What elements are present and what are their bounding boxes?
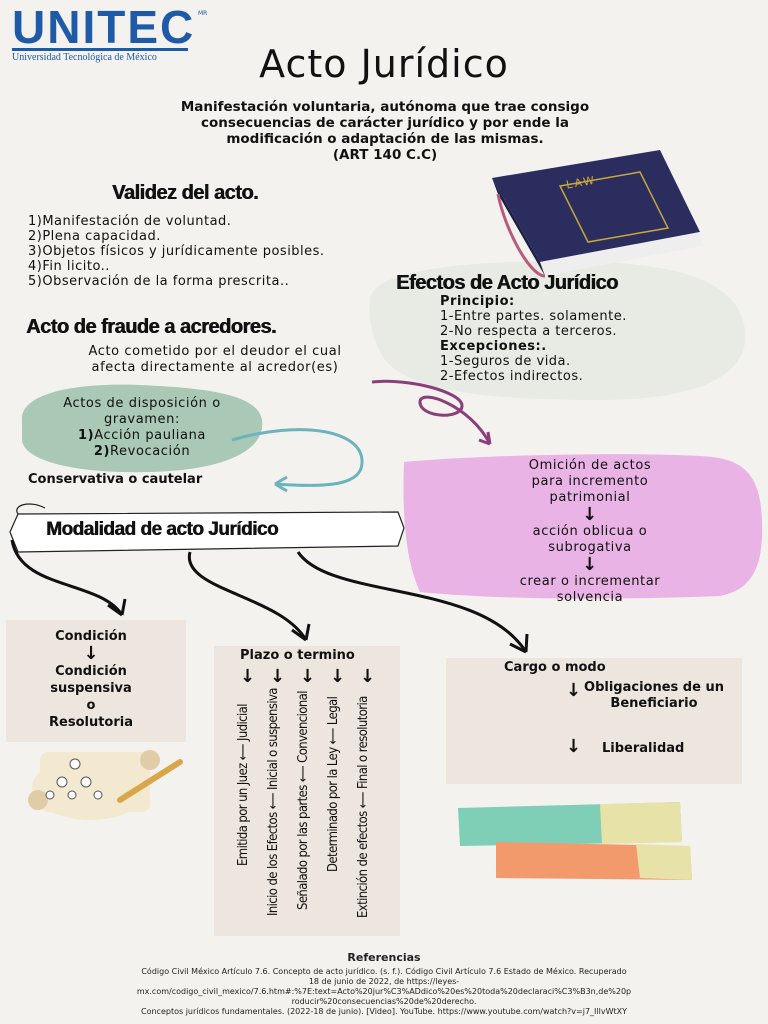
fraude-heading: Acto de fraude a acredores. [26, 316, 276, 338]
list-item: 1-Seguros de vida. [440, 354, 571, 369]
down-arrow-icon: ↓ [270, 666, 286, 687]
plazo-columns: ↓ ↓ ↓ ↓ ↓ Emitida por un Juez ⟵ Judicial… [214, 666, 400, 936]
list-item: 2-Efectos indirectos. [440, 369, 584, 384]
references-title: Referencias [347, 951, 421, 964]
reference-line: roducir%20consecuencias%20de%20derecho. [291, 997, 477, 1006]
reference-line: 18 de junio de 2022, de https://leyes- [308, 977, 460, 986]
cargo-obligaciones: Obligaciones de un Beneficiario [584, 680, 724, 711]
logo-underline [12, 48, 188, 51]
list-item: 3)Objetos físicos y jurídicamente posibl… [28, 244, 325, 259]
condicion-line: suspensiva [50, 681, 132, 696]
efectos-heading: Efectos de Acto Jurídico [396, 272, 618, 294]
plazo-column: Extinción de efectos ⟵ Final o resolutor… [356, 696, 371, 918]
plazo-card [214, 646, 400, 936]
down-arrow-icon: ↓ [300, 666, 316, 687]
omicion-box [403, 454, 763, 599]
down-arrow-icon: ↓ [566, 680, 582, 701]
law-book-illustration [492, 150, 702, 278]
down-arrow-icon: ↓ [566, 736, 582, 757]
left-arrow-icon: ⟵ [266, 793, 281, 810]
definition-line: consecuencias de carácter jurídico y por… [201, 115, 569, 131]
omicion-line: para incremento [531, 474, 649, 489]
down-arrow-icon: ↓ [582, 504, 598, 525]
efectos-blob [369, 261, 746, 400]
list-item: 1-Entre partes. solamente. [440, 309, 627, 324]
scroll-illustration [28, 750, 183, 820]
connector-condicion [10, 539, 124, 616]
fraude-desc-line: afecta directamente al acredor(es) [91, 360, 339, 375]
condicion-content: Condición ↓ Condición suspensiva o Resol… [14, 628, 168, 731]
definition-line: Manifestación voluntaria, autónoma que t… [180, 99, 590, 115]
omicion-line: Omición de actos [528, 458, 652, 473]
excepciones-label: Excepciones:. [440, 339, 547, 354]
books-illustration [458, 802, 692, 880]
list-item: 2)Plena capacidad. [28, 229, 161, 244]
down-arrow-icon: ↓ [83, 643, 99, 664]
unitec-logo: UNITEC MR Universidad Tecnológica de Méx… [12, 1, 207, 63]
left-arrow-icon: ⟵ [296, 765, 311, 783]
connector-cargo [296, 551, 528, 653]
teal-loop [231, 428, 364, 487]
page-title: Acto Jurídico [259, 42, 509, 86]
actos-blob [21, 384, 263, 473]
list-item: 1)Manifestación de voluntad. [28, 214, 232, 229]
condicion-title: Condición [55, 629, 127, 644]
condicion-card [6, 620, 186, 742]
left-arrow-icon: ⟵ [326, 728, 341, 745]
connector-plazo [187, 551, 308, 641]
references: Referencias Código Civil México Artículo… [70, 951, 698, 1017]
omicion-line: acción oblicua o [532, 524, 648, 539]
actos-disposicion: Actos de disposición o gravamen: 1)Acció… [24, 396, 260, 460]
condicion-line: Resolutoria [49, 715, 133, 730]
validez-list: 1)Manifestación de voluntad. 2)Plena cap… [28, 214, 325, 289]
principio-label: Principio: [440, 294, 515, 309]
definition-text: Manifestación voluntaria, autónoma que t… [100, 99, 670, 163]
purple-squiggle [371, 379, 492, 445]
fraude-description: Acto cometido por el deudor el cual afec… [20, 344, 410, 376]
modalidad-label: Modalidad de acto Jurídico [46, 519, 278, 540]
plazo-column: Inicio de los Efectos ⟵ Inicial o suspen… [266, 688, 281, 916]
article-reference: (ART 140 C.C) [332, 147, 438, 163]
condicion-line: o [86, 698, 96, 713]
logo-registered-mark: MR [198, 10, 208, 17]
down-arrow-icon: ↓ [582, 554, 598, 575]
down-arrow-icon: ↓ [360, 666, 376, 687]
reference-line: mx.com/codigo_civil_mexico/7.6.htm#:%7E:… [136, 987, 632, 996]
plazo-column: Señalado por las partes ⟵ Convencional [296, 691, 311, 910]
efectos-list: Principio: 1-Entre partes. solamente. 2-… [440, 294, 627, 384]
plazo-column: Determinado por la Ley ⟵ Legal [326, 696, 341, 872]
actos-title-line: Actos de disposición o [63, 396, 221, 411]
actos-item: 2)Revocación [93, 444, 191, 459]
plazo-column: Emitida por un Juez ⟵ Judicial [236, 704, 251, 866]
omicion-line: patrimonial [549, 490, 631, 505]
left-arrow-icon: ⟵ [356, 792, 371, 809]
list-item: 5)Observación de la forma prescrita.. [28, 274, 290, 289]
down-arrow-icon: ↓ [330, 666, 346, 687]
list-item: 4)Fin licito.. [28, 259, 110, 274]
logo-subtitle: Universidad Tecnológica de México [12, 52, 157, 63]
reference-line: Código Civil México Artículo 7.6. Concep… [141, 967, 627, 976]
cargo-title: Cargo o modo [504, 660, 606, 675]
list-item: 2-No respecta a terceros. [440, 324, 618, 339]
validez-heading: Validez del acto. [112, 182, 259, 204]
actos-title-line: gravamen: [104, 412, 180, 427]
fraude-desc-line: Acto cometido por el deudor el cual [88, 344, 342, 359]
actos-item: 1)Acción pauliana [78, 428, 206, 443]
plazo-title: Plazo o termino [240, 648, 355, 663]
modalidad-banner [9, 511, 405, 553]
definition-line: modificación o adaptación de las mismas. [226, 131, 544, 147]
down-arrow-icon: ↓ [240, 666, 256, 687]
omicion-line: subrogativa [548, 540, 632, 555]
cargo-liberalidad: Liberalidad [602, 741, 685, 756]
conservativa-label: Conservativa o cautelar [28, 472, 203, 487]
logo-wordmark: UNITEC [12, 1, 196, 53]
condicion-line: Condición [55, 664, 127, 679]
omicion-line: solvencia [556, 590, 624, 605]
left-arrow-icon: ⟵ [236, 744, 251, 761]
omicion-line: crear o incrementar [519, 574, 661, 589]
omicion-flow: Omición de actos para incremento patrimo… [470, 458, 710, 606]
cargo-card [446, 658, 742, 784]
reference-line: Conceptos jurídicos fundamentales. (2022… [141, 1007, 627, 1016]
